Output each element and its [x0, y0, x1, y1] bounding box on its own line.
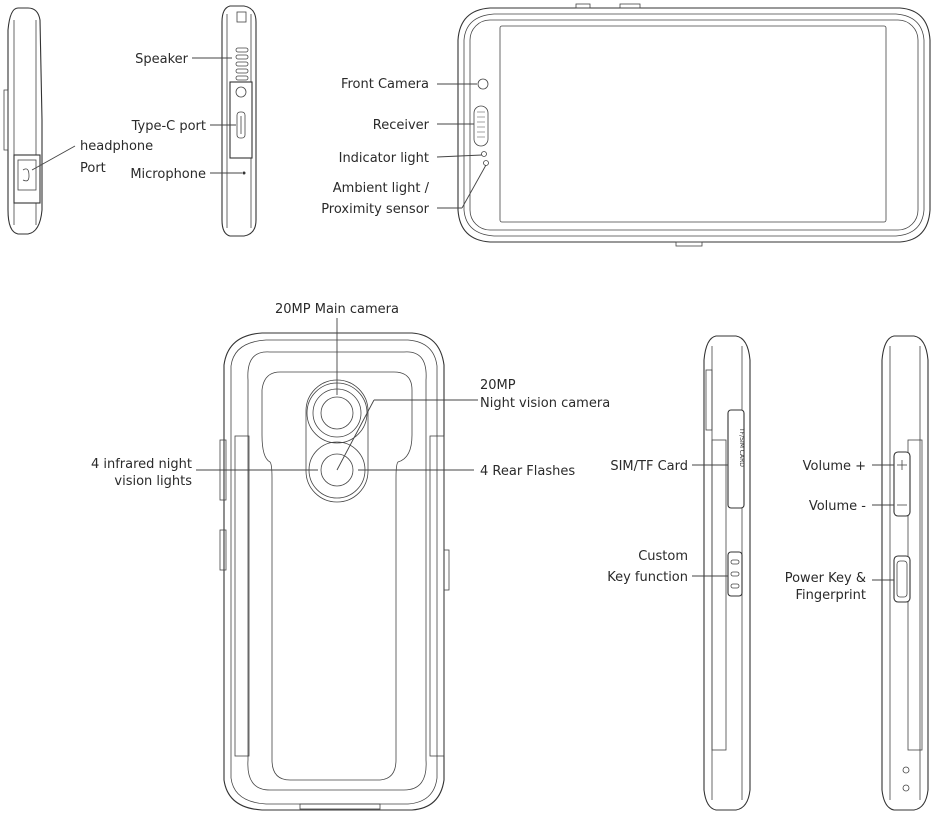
- type-c-port-shape: [236, 111, 246, 139]
- receiver-shape: [473, 105, 489, 147]
- label-type-c-port: Type-C port: [131, 119, 206, 134]
- label-volume-down: Volume -: [809, 499, 866, 514]
- label-main-camera: 20MP Main camera: [275, 302, 399, 317]
- label-volume-up: Volume +: [803, 459, 866, 474]
- label-custom-line2: Key function: [607, 570, 688, 585]
- label-sim-tf: SIM/TF Card: [610, 459, 688, 474]
- left-side-view: [3, 7, 76, 235]
- label-rear-flashes: 4 Rear Flashes: [480, 464, 575, 479]
- label-night-cam-line2: Night vision camera: [480, 396, 610, 411]
- label-infrared-line2: vision lights: [114, 474, 192, 489]
- sim-side-view: TF/SIM CARD: [692, 335, 751, 811]
- label-power-line2: Fingerprint: [795, 588, 866, 603]
- headphone-port-shape: [17, 159, 37, 191]
- front-screen: [499, 25, 887, 223]
- label-night-cam-line1: 20MP: [480, 378, 516, 393]
- speaker-grille: [235, 47, 249, 81]
- label-front-camera: Front Camera: [341, 77, 429, 92]
- label-headphone-line1: headphone: [80, 139, 153, 154]
- label-custom-line1: Custom: [638, 549, 688, 564]
- label-indicator-light: Indicator light: [339, 151, 429, 166]
- bottom-side-view: [192, 5, 257, 237]
- label-ambient-line2: Proximity sensor: [321, 202, 429, 217]
- custom-key-shape: [727, 551, 743, 597]
- label-speaker: Speaker: [135, 52, 189, 67]
- card-tray-text: TF/SIM CARD: [738, 427, 745, 467]
- label-infrared-line1: 4 infrared night: [91, 457, 192, 472]
- back-view: [196, 318, 478, 811]
- label-power-line1: Power Key &: [785, 571, 866, 586]
- volume-side-view: [872, 335, 929, 811]
- label-microphone: Microphone: [130, 167, 206, 182]
- sim-tray-shape: [727, 409, 745, 509]
- front-camera-shape: [477, 78, 489, 90]
- label-ambient-line1: Ambient light /: [333, 181, 430, 196]
- volume-rocker-shape: [893, 451, 911, 517]
- label-headphone-line2: Port: [80, 161, 106, 176]
- power-key-shape: [893, 555, 911, 603]
- front-view: [436, 3, 931, 247]
- label-receiver: Receiver: [373, 118, 430, 133]
